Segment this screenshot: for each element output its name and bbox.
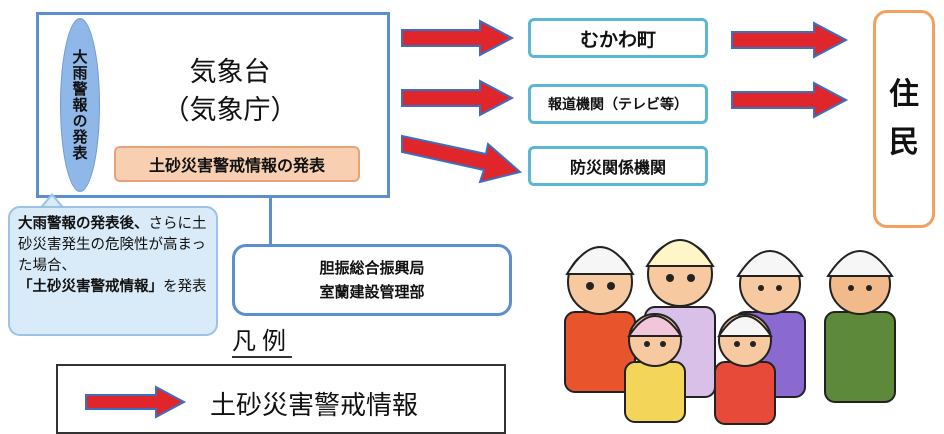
legend-arrow-icon [85,385,187,419]
recipient-media: 報道機関（テレビ等） [528,84,708,124]
connector-line [269,198,272,244]
explanation-callout: 大雨警報の発表後、さらに土砂災害発生の危険性が高まった場合、「土砂災害警戒情報」… [8,206,218,336]
recipient-disaster-agencies: 防災関係機関 [528,146,708,186]
residents-char-2: 民 [889,125,919,160]
agency-parent: （気象庁） [162,95,298,126]
residents-char-1: 住 [889,77,919,112]
callout-text-2: を発表 [163,279,207,295]
legend-title: 凡例 [232,326,292,358]
residents-box: 住 民 [873,10,935,228]
bureau-name-line1: 胆振総合振興局 [319,259,425,277]
residents-illustration-icon [564,239,896,425]
arrow-media-to-residents-icon [731,81,849,119]
warning-issue-label: 土砂災害警戒情報の発表 [114,146,360,182]
figure-boy [564,246,636,393]
bureau-name-line2: 室蘭建設管理部 [319,283,425,301]
regional-bureau-box: 胆振総合振興局 室蘭建設管理部 [232,244,512,316]
recipient-mukawa-town: むかわ町 [528,18,708,58]
figure-child [714,313,776,425]
callout-text-bold-1: 大雨警報の発表後、 [18,216,149,232]
agency-name: 気象台 [189,57,271,88]
heavy-rain-warning-oval: 大雨警報の発表 [60,18,100,192]
arrow-town-to-residents-icon [731,21,849,59]
arrow-to-town-icon [401,19,515,57]
arrow-to-disaster-agencies-icon [401,134,523,184]
figure-grandfather [824,250,896,403]
figure-girl [624,313,686,423]
callout-text-1: さらに土砂災害発生の危険性が高まった場合、 [18,216,207,274]
legend-item-label: 土砂災害警戒情報 [210,391,419,421]
callout-pointer-fill [42,196,62,208]
arrow-to-media-icon [401,79,515,117]
callout-text-bold-2: 「土砂災害警戒情報」 [18,279,163,295]
